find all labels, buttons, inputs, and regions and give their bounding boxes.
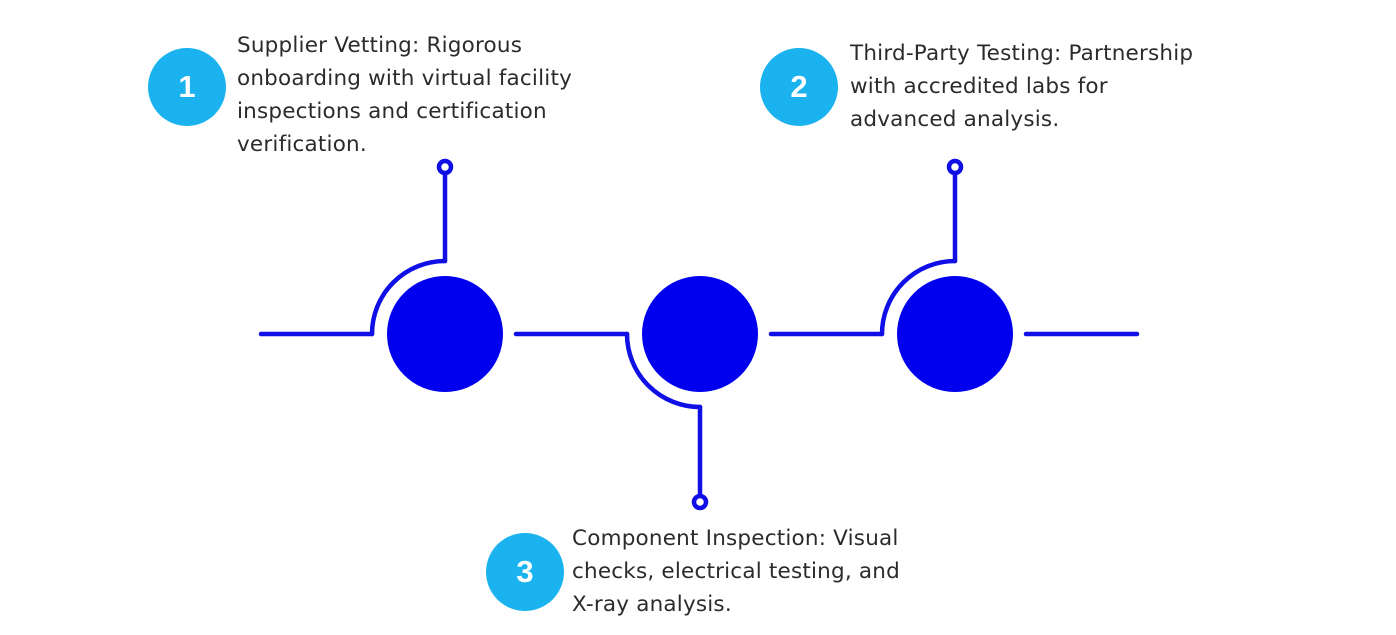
terminal-dot-2 xyxy=(691,493,709,511)
step-2-description: Third-Party Testing: Partnership with ac… xyxy=(850,41,1194,132)
node-circle-2 xyxy=(642,276,758,392)
step-2-number-badge: 2 xyxy=(760,48,838,126)
node-circle-1 xyxy=(387,276,503,392)
step-1-description: Supplier Vetting: Rigorous onboarding wi… xyxy=(237,33,573,157)
connector-arc-1 xyxy=(369,258,448,337)
connector-arc-2 xyxy=(624,331,703,410)
step-1-number-badge: 1 xyxy=(148,48,226,126)
node-circle-3 xyxy=(897,276,1013,392)
connector-arc-3 xyxy=(879,258,958,337)
terminal-dot-1 xyxy=(436,158,454,176)
terminal-dot-3 xyxy=(946,158,964,176)
step-3-description: Component Inspection: Visual checks, ele… xyxy=(572,526,900,617)
step-3-number-badge: 3 xyxy=(486,533,564,611)
